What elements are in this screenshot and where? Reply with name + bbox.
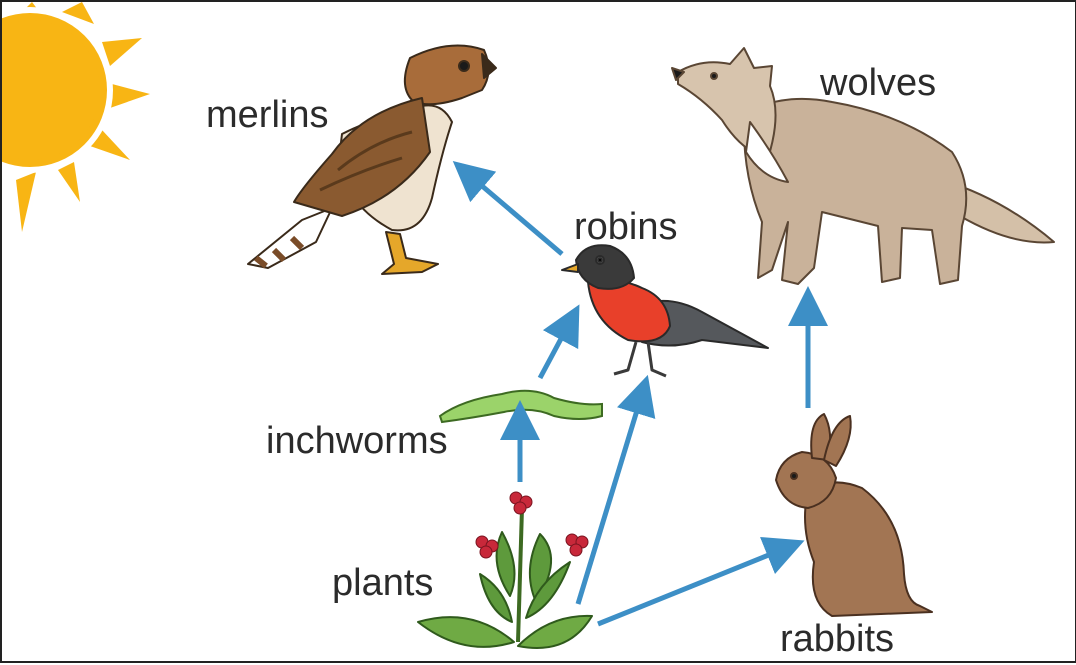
- label-wolves: wolves: [820, 64, 936, 102]
- inchworm-illustration: [440, 391, 602, 422]
- plant-illustration: [418, 492, 592, 648]
- label-merlins: merlins: [206, 96, 328, 134]
- merlin-illustration: [248, 46, 496, 275]
- label-inchworms: inchworms: [266, 422, 448, 460]
- rabbit-illustration: [776, 414, 932, 616]
- sun-icon: [2, 2, 150, 232]
- arrow-inchworms-to-robins: [540, 322, 570, 378]
- arrow-robins-to-merlins: [468, 174, 562, 254]
- arrow-plants-to-robins: [578, 394, 642, 604]
- label-plants: plants: [332, 564, 433, 602]
- robin-illustration: [562, 245, 768, 376]
- label-robins: robins: [574, 208, 678, 246]
- label-rabbits: rabbits: [780, 620, 894, 658]
- arrow-plants-to-rabbits: [598, 548, 786, 624]
